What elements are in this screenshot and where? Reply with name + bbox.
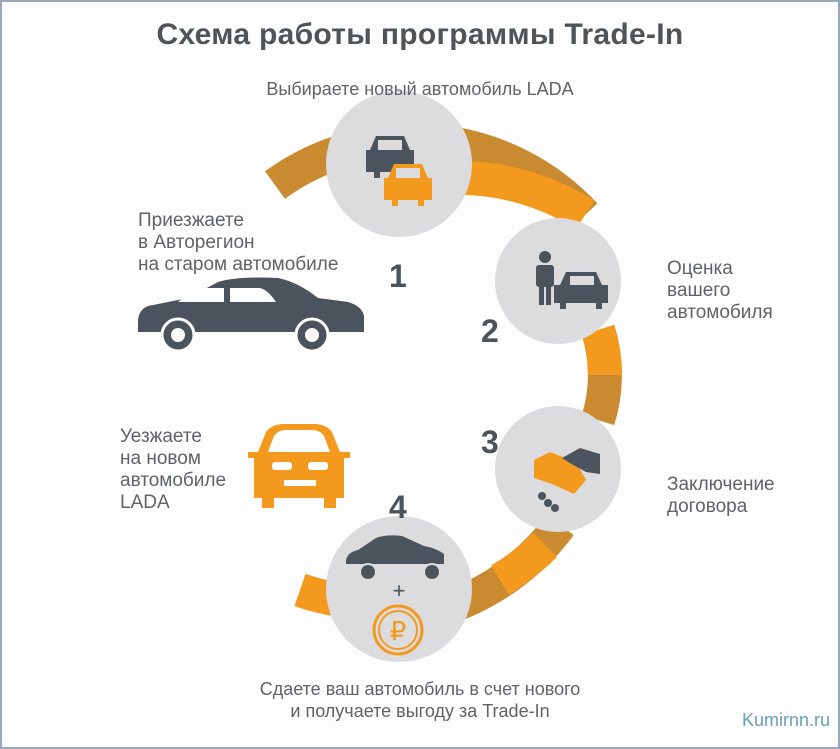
step-4-number: 4 bbox=[389, 489, 407, 525]
person-with-car-icon bbox=[536, 251, 608, 309]
step-4-circle: + ₽ bbox=[326, 516, 472, 662]
handshake-icon bbox=[534, 448, 600, 512]
step-4-label: Сдаете ваш автомобиль в счет нового и по… bbox=[259, 679, 581, 721]
two-cars-icon bbox=[366, 136, 432, 206]
step-1-circle bbox=[326, 91, 472, 237]
step-1-label: Выбираете новый автомобиль LADA bbox=[266, 79, 574, 99]
step-2-label: Оценка вашего автомобиля bbox=[667, 258, 773, 323]
car-icon bbox=[346, 535, 444, 581]
step-3-number: 3 bbox=[481, 424, 499, 460]
step-1-number: 1 bbox=[389, 258, 407, 294]
watermark: Kumirnn.ru bbox=[741, 710, 830, 730]
ruble-coin-icon: ₽ bbox=[372, 604, 424, 656]
step-2-number: 2 bbox=[481, 313, 499, 349]
step-3-circle bbox=[495, 406, 621, 532]
start-label: Приезжаете в Авторегион на старом автомо… bbox=[138, 210, 339, 275]
finish-label: Уезжаете на новом автомобиле LADA bbox=[120, 426, 227, 513]
step-2-circle bbox=[495, 218, 621, 344]
new-lada-front-icon bbox=[248, 424, 350, 508]
page-title: Схема работы программы Trade-In bbox=[156, 18, 684, 51]
old-car-side-icon bbox=[138, 277, 364, 353]
plus-sign: + bbox=[393, 578, 406, 603]
step-3-label: Заключение договора bbox=[667, 474, 775, 517]
svg-text:₽: ₽ bbox=[390, 617, 407, 647]
